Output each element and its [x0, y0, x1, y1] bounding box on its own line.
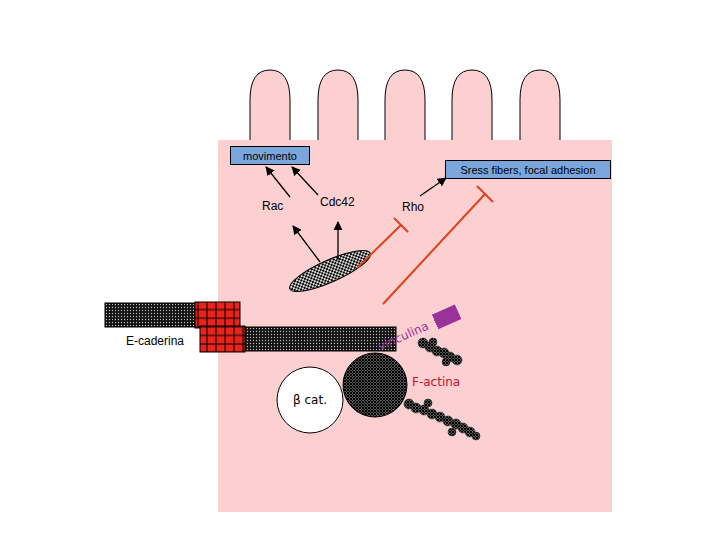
- node-text: β cat.: [290, 393, 330, 407]
- node-text: movimento: [240, 150, 300, 162]
- process-box: Sress fibers, focal adhesion: [445, 160, 611, 179]
- inhibition-line: [357, 186, 493, 304]
- process-box: movimento: [230, 146, 310, 165]
- node-text: Sress fibers, focal adhesion: [457, 164, 598, 176]
- label-text: Cdc42: [320, 195, 355, 209]
- label-text: Rho: [402, 200, 424, 214]
- protein-circle: β cat.: [276, 366, 344, 434]
- e-cadherin-symbol: [105, 302, 396, 352]
- label-text: F-actina: [412, 375, 460, 389]
- protein-circle: [343, 353, 407, 417]
- complex-ellipse: [285, 243, 374, 299]
- cell-body: [218, 140, 612, 512]
- label-text: E-caderina: [126, 334, 184, 348]
- label-text: Rac: [262, 199, 283, 213]
- f-actin-symbol: [404, 338, 480, 440]
- microvilli: [250, 70, 560, 142]
- activation-arrow: [266, 167, 446, 262]
- circle-shape: [277, 367, 343, 433]
